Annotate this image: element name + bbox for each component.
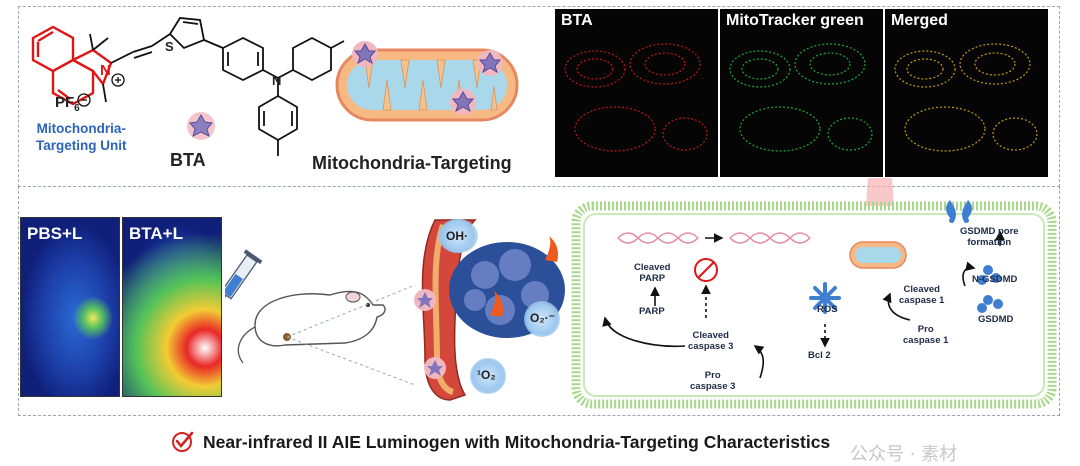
cell-fluorescence-merged [894, 43, 1038, 152]
nanoparticle-icon [477, 50, 503, 76]
nanoparticle-icon [352, 41, 378, 67]
ros-snowflake-superoxide [524, 301, 560, 337]
amine-nitrogen-label: N [272, 73, 282, 88]
watermark: 公众号 · 素材 [850, 444, 958, 465]
dna-strand-right [729, 232, 811, 244]
minus-charge-icon [77, 93, 91, 107]
ros-label: ROS [817, 304, 838, 315]
nanoparticle-icon [414, 289, 436, 311]
checkmark-icon [172, 431, 194, 452]
targeting-unit-label: Mitochondria- Targeting Unit [36, 121, 127, 153]
ros-snowflake-icon [809, 282, 841, 314]
bcl2-label: Bcl 2 [808, 350, 831, 361]
molecule-name: BTA [170, 150, 206, 170]
in-vivo-title: BTA+L [129, 224, 183, 243]
microscopy-panel-merged: Merged [884, 8, 1049, 178]
nanoparticle-icon [450, 89, 476, 115]
footer-title: Near-infrared II AIE Luminogen with Mito… [203, 432, 831, 452]
cell-fluorescence-red [564, 43, 708, 152]
ros-label-oh: OH· [446, 229, 468, 243]
in-vivo-title: PBS+L [27, 224, 83, 243]
ros-snowflake-oh [438, 219, 478, 253]
in-vivo-panel-bta: BTA+L [122, 217, 222, 397]
plus-charge-icon [111, 73, 125, 87]
sulfur-label: S [165, 39, 174, 54]
microscopy-title: MitoTracker green [726, 12, 864, 29]
ros-label-singlet: ¹O₂ [477, 368, 496, 382]
counterion-label: PF6 [55, 94, 80, 114]
microscopy-panel-bta: BTA [554, 8, 719, 178]
dna-strand-left [617, 232, 699, 244]
in-vivo-panel-pbs: PBS+L [20, 217, 120, 397]
cell-fluorescence-green [729, 43, 873, 152]
gsdmd-pore-icon [946, 200, 972, 223]
mito-targeting-label: Mitochondria-Targeting [312, 153, 512, 173]
ros-label-superoxide: O₂·⁻ [530, 311, 555, 325]
microscopy-panel-mitotracker: MitoTracker green [719, 8, 884, 178]
ros-snowflake-singlet [470, 358, 506, 394]
mitochondrion-illustration [335, 41, 519, 122]
bta-nanoparticle-icon [187, 112, 215, 140]
inhibition-icon [694, 258, 718, 282]
top-section-frame [18, 6, 1060, 187]
mouse-icon [254, 290, 386, 347]
gsdmd-cluster-icon [977, 265, 1003, 313]
syringe-icon [225, 249, 263, 310]
microscopy-title: BTA [561, 12, 593, 29]
mouse-injection-illustration [225, 249, 416, 386]
microscopy-title: Merged [891, 12, 948, 29]
cell-pathway-diagram [571, 200, 1057, 409]
gsdmd-label: GSDMD [978, 314, 1014, 325]
parp-label: PARP [639, 306, 665, 317]
bta-molecule-structure [31, 17, 345, 156]
nitrogen-plus-label: N [100, 62, 111, 79]
n-gsdmd-label: N-GSDMD [972, 274, 1018, 285]
bottom-section-frame [18, 186, 1060, 416]
nanoparticle-icon [424, 357, 446, 379]
